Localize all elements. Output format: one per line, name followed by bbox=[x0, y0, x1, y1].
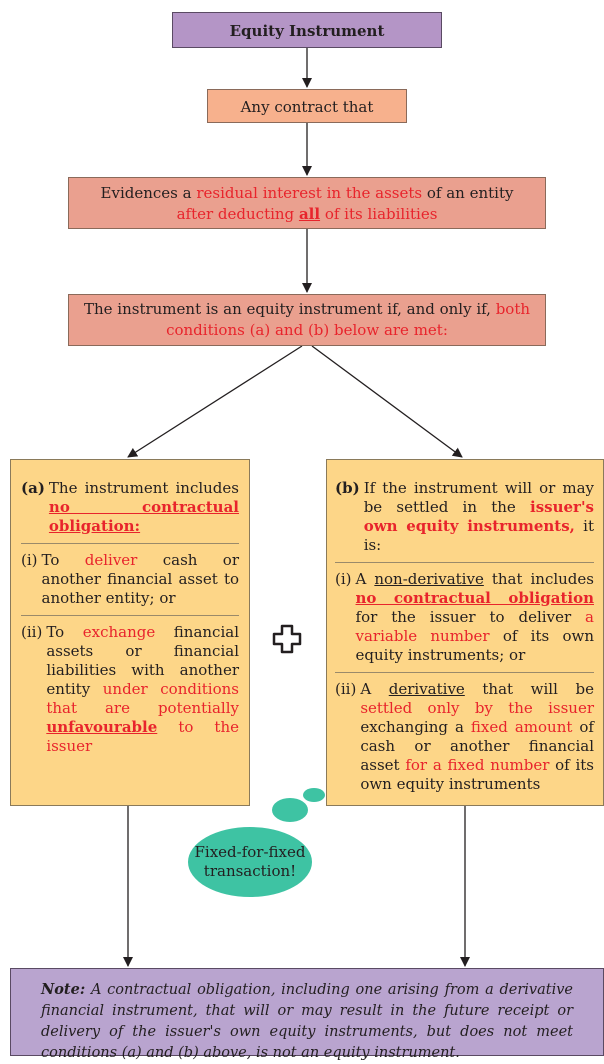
condition-a-ii-c: financial assets or financial liabilitie… bbox=[46, 623, 239, 698]
condition-b-i-f: a variable number bbox=[355, 608, 594, 645]
conditions-text-b: both bbox=[495, 300, 531, 318]
condition-b-head-b: issuer's own equity instruments, bbox=[363, 498, 594, 535]
divider bbox=[335, 672, 594, 673]
residual-text-a: Evidences a bbox=[100, 184, 197, 202]
condition-b-i-d: no contractual obligation bbox=[355, 589, 594, 607]
condition-b-heading: (b) If the instrument will or may be set… bbox=[335, 479, 594, 555]
conditions-text-a: The instrument is an equity instrument i… bbox=[83, 300, 496, 318]
condition-b-i-c: that includes bbox=[483, 570, 594, 588]
note-box: Note: A contractual obligation, includin… bbox=[10, 968, 604, 1061]
condition-b-ii-i: of its own equity instruments bbox=[360, 756, 594, 793]
condition-b-panel: (b) If the instrument will or may be set… bbox=[326, 459, 604, 806]
condition-b-item-ii: (ii) A derivative that will be settled o… bbox=[335, 680, 594, 794]
condition-b-head-a: If the instrument will or may be settled… bbox=[363, 479, 594, 516]
condition-b-label: (b) bbox=[335, 479, 360, 497]
condition-b-ii-a: A bbox=[360, 680, 389, 698]
residual-text-e: all bbox=[298, 205, 321, 223]
condition-a-heading: (a) The instrument includes no contractu… bbox=[21, 479, 239, 536]
equity-instrument-title: Equity Instrument bbox=[229, 22, 385, 40]
condition-a-head-a: The instrument includes bbox=[48, 479, 239, 497]
condition-b-i-b: non-derivative bbox=[374, 570, 484, 588]
condition-a-label: (a) bbox=[21, 479, 45, 497]
condition-a-heading-text: The instrument includes no contractual o… bbox=[49, 479, 239, 536]
condition-b-i-a: A bbox=[355, 570, 375, 588]
condition-b-head-c: it is: bbox=[363, 517, 594, 554]
residual-interest-box: Evidences a residual interest in the ass… bbox=[68, 177, 546, 229]
divider bbox=[335, 562, 594, 563]
condition-a-ii-d: under conditions that are potentially bbox=[46, 680, 239, 717]
condition-a-ii-label: (ii) bbox=[21, 623, 43, 641]
bubble-line-2: transaction! bbox=[203, 862, 297, 880]
condition-b-ii-e: exchanging a bbox=[360, 718, 471, 736]
condition-b-ii-h: for a fixed number bbox=[405, 756, 550, 774]
condition-b-ii-c: that will be bbox=[464, 680, 594, 698]
condition-a-ii-b: exchange bbox=[82, 623, 156, 641]
equity-instrument-title-box: Equity Instrument bbox=[172, 12, 442, 48]
residual-text-f: of its liabilities bbox=[320, 205, 438, 223]
condition-a-i-c: cash or another financial asset to anoth… bbox=[41, 551, 239, 607]
condition-a-item-i: (i) To deliver cash or another financial… bbox=[21, 551, 239, 608]
condition-b-heading-text: If the instrument will or may be settled… bbox=[364, 479, 594, 555]
thought-bubble-dot bbox=[272, 798, 308, 822]
thought-bubble-dot bbox=[303, 788, 325, 802]
condition-b-i-g: of its own equity instruments; or bbox=[355, 627, 594, 664]
arrow-conditions-to-b bbox=[311, 345, 463, 458]
divider bbox=[21, 543, 239, 544]
conditions-box: The instrument is an equity instrument i… bbox=[68, 294, 546, 346]
note-text: A contractual obligation, including one … bbox=[41, 982, 573, 1061]
divider bbox=[21, 615, 239, 616]
condition-b-ii-d: settled only by the issuer bbox=[360, 699, 594, 717]
any-contract-box: Any contract that bbox=[207, 89, 407, 123]
condition-b-ii-f: fixed amount bbox=[470, 718, 573, 736]
any-contract-text: Any contract that bbox=[240, 98, 374, 116]
plus-outline-icon bbox=[272, 624, 302, 654]
note-label: Note: bbox=[41, 981, 86, 998]
condition-b-ii-label: (ii) bbox=[335, 680, 357, 698]
condition-a-i-label: (i) bbox=[21, 551, 38, 569]
condition-b-ii-b: derivative bbox=[388, 680, 465, 698]
condition-a-item-ii: (ii) To exchange financial assets or fin… bbox=[21, 623, 239, 756]
condition-b-ii-text: A derivative that will be settled only b… bbox=[360, 680, 594, 794]
condition-b-i-e: for the issuer to deliver bbox=[355, 608, 586, 626]
condition-b-ii-g: of cash or another financial asset bbox=[360, 718, 594, 774]
condition-a-head-b: no contractual obligation: bbox=[48, 498, 239, 535]
condition-a-ii-text: To exchange financial assets or financia… bbox=[46, 623, 239, 756]
condition-b-i-label: (i) bbox=[335, 570, 352, 588]
condition-a-ii-e: unfavourable bbox=[46, 718, 158, 736]
condition-a-ii-a: To bbox=[46, 623, 83, 641]
condition-a-ii-f: to the issuer bbox=[46, 718, 239, 755]
fixed-for-fixed-bubble: Fixed-for-fixed transaction! bbox=[188, 827, 312, 897]
arrow-conditions-to-a bbox=[127, 345, 303, 458]
residual-text-b: residual interest in the assets bbox=[196, 184, 423, 202]
conditions-text-c: conditions (a) and (b) below are met: bbox=[166, 321, 448, 339]
residual-text-d: after deducting bbox=[176, 205, 299, 223]
condition-b-item-i: (i) A non-derivative that includes no co… bbox=[335, 570, 594, 665]
condition-a-i-a: To bbox=[41, 551, 85, 569]
bubble-line-1: Fixed-for-fixed bbox=[194, 843, 306, 861]
condition-a-i-text: To deliver cash or another financial ass… bbox=[42, 551, 239, 608]
condition-a-i-b: deliver bbox=[84, 551, 138, 569]
condition-b-i-text: A non-derivative that includes no contra… bbox=[356, 570, 594, 665]
residual-text-c: of an entity bbox=[422, 184, 514, 202]
condition-a-panel: (a) The instrument includes no contractu… bbox=[10, 459, 250, 806]
